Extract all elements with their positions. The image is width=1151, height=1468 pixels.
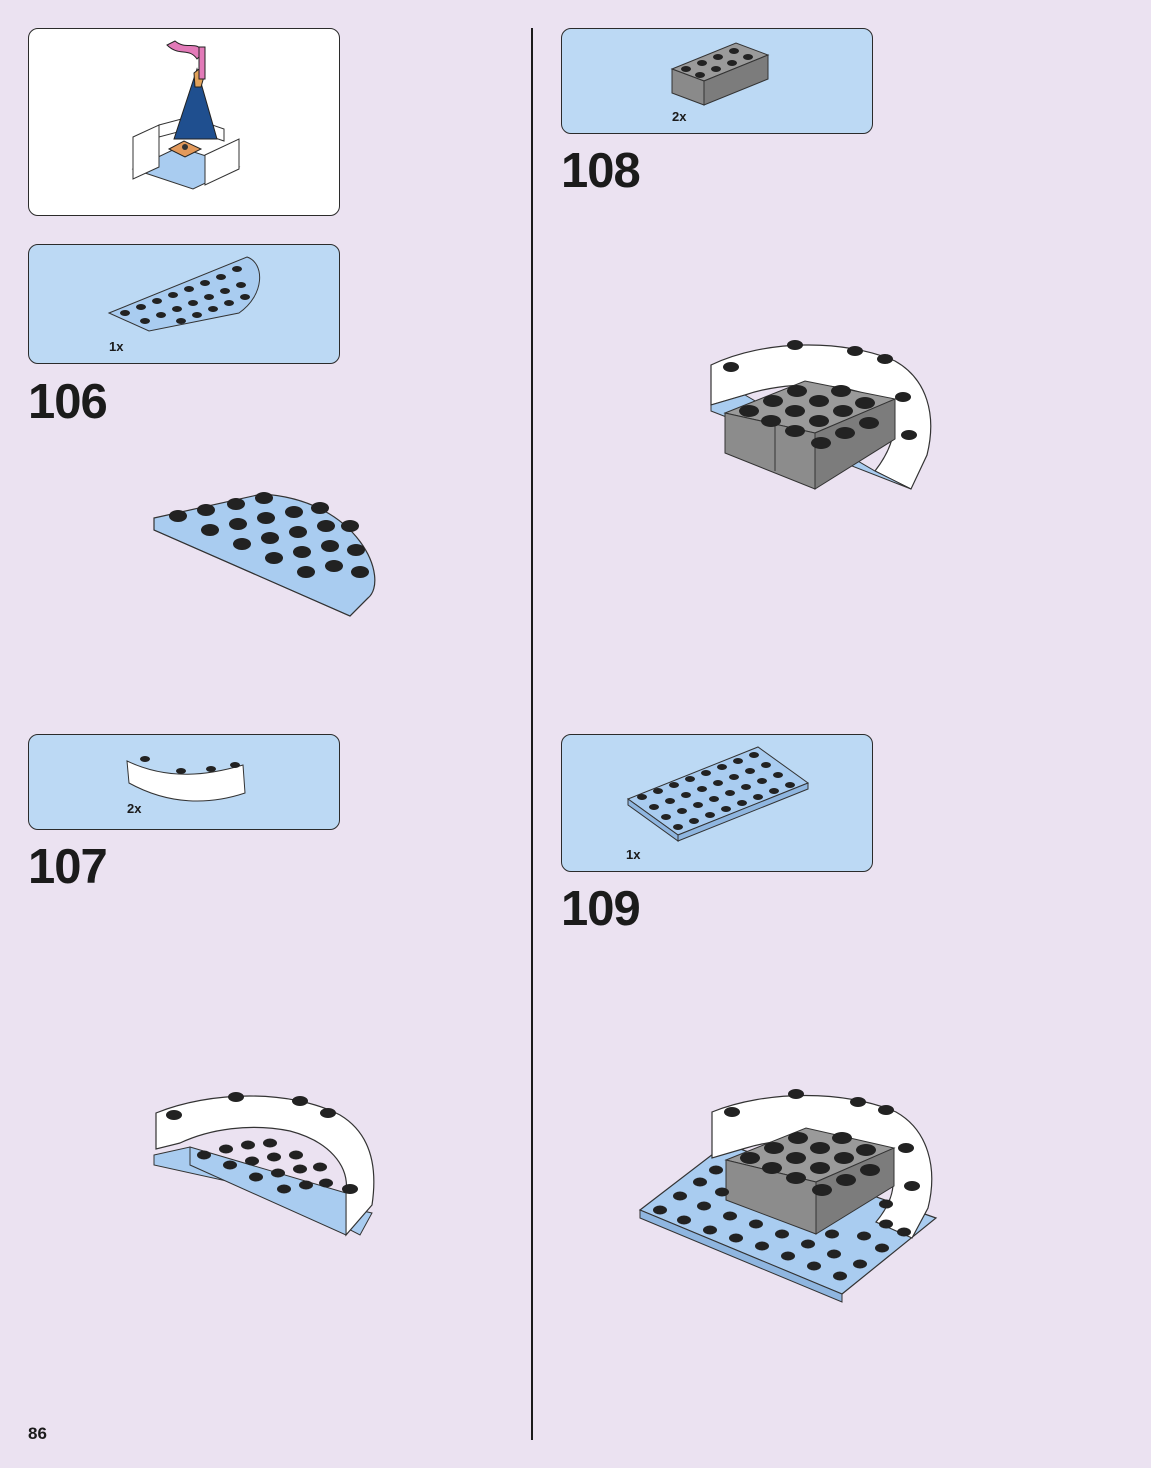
step-108-model-image: [705, 335, 945, 495]
step-108-parts-box: 2x: [561, 28, 873, 134]
step-109-quantity: 1x: [626, 847, 640, 862]
step-109-number: 109: [561, 885, 640, 934]
curved-brick-part-image: [29, 735, 341, 831]
step-109-model-image: [636, 1088, 946, 1308]
light-blue-plate-part-image: [562, 735, 874, 873]
step-107-parts-box: 2x: [28, 734, 340, 830]
step-107-number: 107: [28, 843, 107, 892]
step-107-quantity: 2x: [127, 801, 141, 816]
page-number: 86: [28, 1424, 47, 1444]
step-108-number: 108: [561, 147, 640, 196]
step-109-parts-box: 1x: [561, 734, 873, 872]
step-106-model-image: [150, 480, 390, 620]
column-divider: [531, 28, 533, 1440]
castle-tower-preview-image: [29, 29, 341, 217]
step-106-quantity: 1x: [109, 339, 123, 354]
step-107-model-image: [150, 1085, 390, 1245]
step-108-quantity: 2x: [672, 109, 686, 124]
half-round-plate-part-image: [29, 245, 341, 365]
overview-preview-box: [28, 28, 340, 216]
step-106-number: 106: [28, 378, 107, 427]
step-106-parts-box: 1x: [28, 244, 340, 364]
grey-brick-part-image: [562, 29, 874, 135]
